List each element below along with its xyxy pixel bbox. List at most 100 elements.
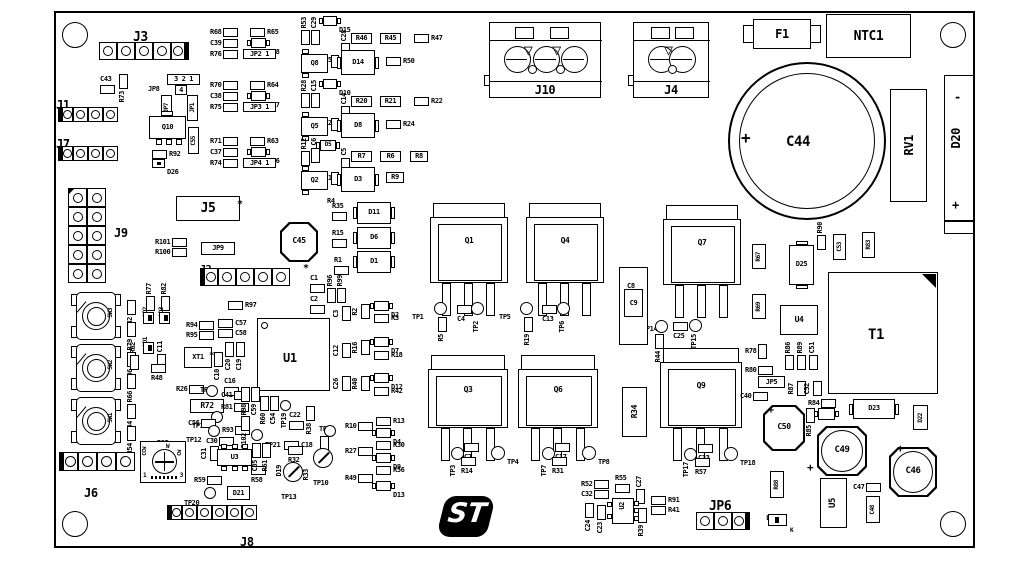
C47-part [866, 483, 882, 492]
C27: C27 [635, 476, 645, 505]
R42: R42 [374, 387, 403, 396]
D12-part [370, 373, 393, 383]
designator-R56: R56 [393, 466, 405, 474]
R81: R81 [221, 403, 250, 412]
TP17: TP17 [682, 462, 690, 481]
R84: R84 [808, 399, 837, 408]
designator-JP5: JP5 [765, 377, 778, 386]
J8-header-pin-1 [167, 505, 182, 520]
R10-part [358, 422, 374, 431]
designator-D26: D26 [167, 168, 179, 176]
R78-part [758, 344, 768, 359]
designator-Q10: Q10 [161, 122, 174, 131]
designator-D1: D1 [370, 257, 378, 265]
LD2-part [143, 312, 154, 324]
TP23 [324, 425, 336, 437]
R12: R12 [300, 138, 310, 167]
designator-Q9: Q9 [696, 380, 706, 390]
designator-JP3 1: JP3 1 [249, 102, 270, 111]
R14: R14 [461, 457, 476, 475]
designator-C26: C26 [332, 377, 340, 390]
designator-R73: R73 [118, 91, 126, 103]
R94: R94 [186, 321, 215, 330]
D26-part [152, 159, 165, 168]
R57-part [695, 458, 710, 467]
designator-Q2: Q2 [310, 175, 319, 184]
R16: R16 [351, 340, 370, 355]
J9-header-pin-7 [68, 245, 87, 264]
designator-TP19: TP19 [280, 413, 288, 429]
designator-R45: R45 [384, 34, 397, 42]
TP4 [491, 446, 505, 460]
R4: R4 [327, 188, 335, 207]
C45: C45 [280, 222, 318, 262]
J2-header [200, 268, 290, 286]
R89: R89 [796, 342, 806, 371]
C4-part [457, 305, 472, 314]
designator-C46: C46 [905, 466, 921, 476]
designator-C52: C52 [803, 382, 811, 395]
J6-header-pin-1 [59, 452, 78, 471]
designator-TP8: TP8 [598, 458, 610, 466]
designator-C19: C19 [235, 359, 243, 371]
R47-part [414, 34, 429, 43]
R15-part [332, 239, 347, 248]
TP8 [582, 446, 596, 460]
C4: C4 [457, 305, 472, 323]
R86: R86 [784, 342, 794, 371]
R40-part [361, 376, 370, 391]
J1-header-pin-2 [73, 107, 88, 122]
C50: C50 [763, 405, 805, 451]
J8-header-pin-4 [212, 505, 227, 520]
R22-part [414, 97, 429, 106]
R102-part [241, 416, 250, 431]
R13-part [376, 417, 391, 426]
C17-part [555, 443, 570, 452]
R31: R31 [552, 457, 567, 475]
designator-C2: C2 [310, 295, 318, 303]
designator-R51: R51 [324, 56, 336, 64]
designator-R82: R82 [160, 283, 168, 295]
designator-C48: C48 [869, 504, 876, 515]
designator-R58: R58 [251, 476, 263, 484]
designator-J6: J6 [84, 486, 98, 500]
TP13: TP13 [281, 484, 297, 503]
designator-D13: D13 [393, 491, 405, 499]
designator-C25: C25 [673, 332, 685, 340]
R102: R102 [240, 416, 250, 448]
J3-header-pin-4 [153, 42, 171, 60]
designator-C44: C44 [786, 134, 811, 150]
TP17 [684, 448, 697, 461]
C1-part [310, 284, 325, 293]
R61-part [262, 443, 271, 458]
designator-R21: R21 [384, 97, 397, 105]
designator-R93: R93 [222, 426, 234, 434]
designator-R42: R42 [391, 387, 403, 395]
designator-W: W [166, 443, 170, 450]
R41: R41 [651, 506, 680, 515]
J9-header-pin-6 [87, 226, 106, 245]
T1-body [828, 272, 938, 394]
designator-R101: R101 [155, 238, 171, 246]
R77: R77 [145, 283, 155, 312]
designator-3: 3 [179, 472, 184, 479]
designator-C12: C12 [332, 344, 340, 357]
mounting-hole-1 [62, 22, 88, 48]
C38-part [223, 92, 239, 101]
st-logo: ST [435, 494, 497, 541]
designator-*: * [209, 351, 215, 361]
J8: J8 [240, 531, 254, 550]
J6-header-pin-3 [97, 452, 116, 471]
TP2: TP2 [472, 317, 480, 336]
designator-R70: R70 [210, 81, 222, 89]
R25: R25 [324, 110, 336, 129]
R68-part [223, 28, 239, 37]
R39-part [638, 508, 647, 523]
R84-part [821, 399, 837, 408]
designator-SW2: SW2 [107, 360, 114, 370]
R22: R22 [414, 97, 443, 106]
TP20 [204, 487, 216, 499]
R6: R6 [380, 151, 401, 162]
R51: R51 [324, 47, 336, 66]
R77-part [146, 296, 155, 312]
